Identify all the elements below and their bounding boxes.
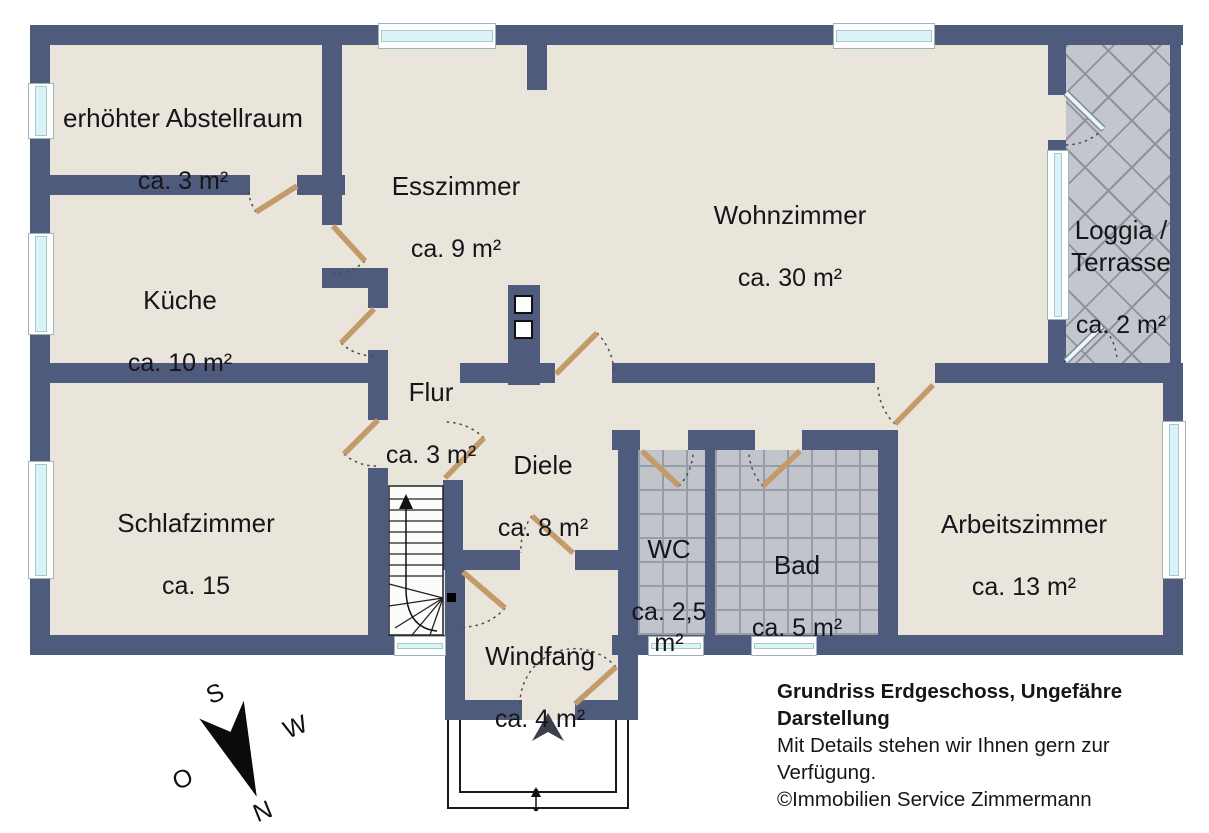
room-name: Bad	[773, 550, 821, 580]
room-name: Schlafzimmer	[117, 508, 275, 538]
window	[28, 83, 54, 139]
compass-w: W	[279, 710, 312, 745]
room-area: ca. 10 m²	[127, 349, 233, 377]
north-arrow-needle	[199, 700, 257, 797]
room-label-bad: Bad ca. 5 m²	[752, 517, 842, 676]
room-area: ca. 4 m²	[494, 705, 586, 733]
window-glass	[35, 86, 47, 136]
window	[394, 636, 446, 656]
window	[648, 636, 704, 656]
window	[1047, 150, 1069, 320]
wall-segment	[1170, 45, 1181, 383]
window	[28, 233, 54, 335]
window-glass	[397, 643, 443, 649]
wall-segment	[878, 430, 898, 635]
wall-segment	[322, 45, 342, 225]
room-label-loggia: Loggia / Terrasse ca. 2 m²	[1071, 182, 1171, 373]
annotation-copyright: ©Immobilien Service Zimmermann	[777, 788, 1092, 811]
window	[1162, 421, 1186, 579]
room-name: Küche	[143, 285, 217, 315]
shaft-symbol	[514, 320, 533, 339]
wall-segment	[1048, 315, 1066, 383]
wall-segment	[368, 288, 388, 308]
window-glass	[836, 30, 932, 42]
wall-segment	[612, 430, 640, 450]
room-area: ca. 2,5 m²	[631, 598, 707, 657]
annotation-title: Grundriss Erdgeschoss, Ungefähre Darstel…	[777, 680, 1123, 730]
room-name: Flur	[408, 377, 454, 407]
wall-segment	[1048, 45, 1066, 95]
room-area: ca. 3 m²	[137, 167, 229, 195]
room-name: Arbeitszimmer	[940, 509, 1108, 539]
compass-o: O	[168, 763, 197, 796]
room-area: ca. 30 m²	[737, 264, 843, 292]
wall-segment	[527, 25, 547, 90]
wall-segment	[612, 363, 875, 383]
wall-segment	[443, 480, 463, 570]
wall-segment	[705, 450, 715, 635]
room-area: ca. 8 m²	[497, 514, 589, 542]
room-label-diele: Diele ca. 8 m²	[498, 417, 588, 576]
room-label-kueche: Küche ca. 10 m²	[128, 252, 232, 411]
room-label-wc: WC ca. 2,5 m²	[631, 501, 706, 691]
wall-segment	[618, 450, 638, 720]
compass: S W O N	[168, 678, 312, 825]
window	[28, 461, 54, 579]
room-area: ca. 15	[161, 572, 231, 600]
compass-s: S	[202, 678, 228, 710]
window-glass	[381, 30, 493, 42]
wall-segment	[322, 268, 388, 288]
wall-segment	[30, 25, 1183, 45]
room-name: Wohnzimmer	[713, 200, 867, 230]
window-glass	[35, 464, 47, 576]
room-name: Loggia / Terrasse	[1071, 215, 1171, 277]
window-glass	[1054, 153, 1062, 317]
compass-n: N	[249, 795, 276, 825]
window	[378, 23, 496, 49]
wall-segment	[460, 363, 555, 383]
shaft-symbol	[514, 295, 533, 314]
wall-segment	[30, 363, 388, 383]
window	[833, 23, 935, 49]
room-name: Diele	[513, 450, 573, 480]
wall-segment	[802, 430, 898, 450]
room-area: ca. 13 m²	[971, 573, 1077, 601]
room-label-windfang: Windfang ca. 4 m²	[485, 608, 595, 767]
window-glass	[35, 236, 47, 332]
room-area: ca. 9 m²	[410, 235, 502, 263]
room-area: ca. 5 m²	[751, 614, 843, 642]
room-name: Windfang	[485, 641, 595, 671]
window-glass	[754, 643, 814, 649]
room-label-schlafzimmer: Schlafzimmer ca. 15	[117, 475, 274, 634]
room-label-esszimmer: Esszimmer ca. 9 m²	[392, 138, 521, 297]
room-label-flur: Flur ca. 3 m²	[386, 344, 476, 503]
window-glass	[651, 643, 701, 649]
wall-segment	[445, 550, 465, 720]
room-name: Esszimmer	[391, 171, 521, 201]
room-name: WC	[647, 534, 691, 564]
window	[751, 636, 817, 656]
wall-segment	[688, 430, 755, 450]
wall-segment	[445, 700, 522, 720]
room-label-abstellraum: erhöhter Abstellraum ca. 3 m²	[63, 70, 303, 229]
room-name: erhöhter Abstellraum	[63, 103, 303, 133]
window-glass	[1169, 424, 1179, 576]
room-area: ca. 2 m²	[1075, 311, 1167, 339]
room-label-arbeitszimmer: Arbeitszimmer ca. 13 m²	[941, 476, 1107, 635]
wall-segment	[30, 175, 250, 195]
room-area: ca. 3 m²	[385, 441, 477, 469]
annotation-body: Mit Details stehen wir Ihnen gern zur Ve…	[777, 734, 1110, 784]
annotation: Grundriss Erdgeschoss, Ungefähre Darstel…	[777, 678, 1147, 813]
wall-segment	[30, 635, 465, 655]
room-label-wohnzimmer: Wohnzimmer ca. 30 m²	[714, 167, 867, 326]
wall-segment	[368, 468, 388, 655]
wall-segment	[1048, 140, 1066, 152]
